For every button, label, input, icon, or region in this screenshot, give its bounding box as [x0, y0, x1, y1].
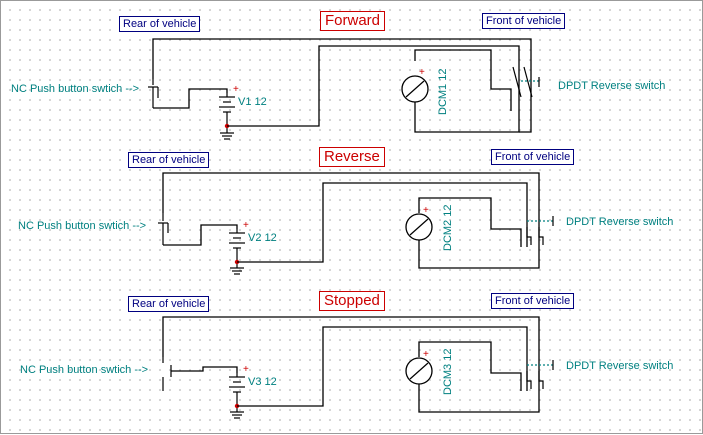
- svg-text:+: +: [419, 67, 425, 78]
- label-rear-of-vehicle-1: Rear of vehicle: [119, 16, 201, 32]
- label-motor-2: DCM2 12: [442, 204, 454, 251]
- label-motor-1: DCM1 12: [437, 68, 449, 115]
- dpdt-switch-3: [526, 323, 554, 391]
- dpdt-switch-2: [526, 177, 554, 247]
- dpdt-switch-1: [512, 43, 540, 133]
- ground-2: [230, 265, 244, 275]
- wire-button-to-battery-3: [171, 366, 238, 373]
- svg-text:+: +: [243, 364, 249, 375]
- wire-button-to-battery-1: [153, 88, 228, 109]
- wire-battery-to-switch-2: [237, 182, 528, 263]
- circuit-reverse: + +: [158, 172, 554, 275]
- svg-text:+: +: [233, 84, 239, 95]
- svg-text:+: +: [423, 205, 429, 216]
- wire-battery-to-switch-3: [237, 326, 528, 407]
- label-pushbutton-1: NC Push button swtich -->: [11, 83, 140, 95]
- battery-3: +: [229, 364, 249, 409]
- label-dpdt-switch-3: DPDT Reverse switch: [566, 360, 674, 372]
- label-rear-of-vehicle-2: Rear of vehicle: [128, 152, 210, 168]
- circuit-stopped: + +: [162, 316, 554, 419]
- wire-rear-top-3: [162, 316, 540, 357]
- wire-battery-to-switch-1: [227, 45, 520, 127]
- svg-text:+: +: [243, 220, 249, 231]
- title-forward: Forward: [320, 11, 386, 31]
- ground-3: [230, 409, 244, 419]
- pushbutton-3: [162, 357, 172, 391]
- label-pushbutton-3: NC Push button swtich -->: [20, 364, 149, 376]
- label-dpdt-switch-1: DPDT Reverse switch: [558, 80, 666, 92]
- label-battery-3: V3 12: [248, 376, 277, 388]
- label-front-of-vehicle-1: Front of vehicle: [482, 13, 566, 29]
- pushbutton-1: [148, 79, 159, 108]
- motor-2: +: [405, 197, 540, 269]
- label-motor-3: DCM3 12: [442, 348, 454, 395]
- label-dpdt-switch-2: DPDT Reverse switch: [566, 216, 674, 228]
- wire-rear-top-2: [162, 172, 540, 213]
- label-front-of-vehicle-2: Front of vehicle: [491, 149, 575, 165]
- pushbutton-2: [158, 213, 169, 245]
- label-front-of-vehicle-3: Front of vehicle: [491, 293, 575, 309]
- label-rear-of-vehicle-3: Rear of vehicle: [128, 296, 210, 312]
- circuit-forward: + +: [148, 38, 540, 140]
- label-pushbutton-2: NC Push button swtich -->: [18, 220, 147, 232]
- title-reverse: Reverse: [319, 147, 385, 167]
- wire-rear-top-1: [152, 38, 532, 79]
- motor-3: +: [405, 341, 540, 413]
- label-battery-2: V2 12: [248, 232, 277, 244]
- motor-1: +: [401, 49, 520, 133]
- title-stopped: Stopped: [319, 291, 385, 311]
- svg-text:+: +: [423, 349, 429, 360]
- ground-1: [220, 129, 234, 140]
- wire-button-to-battery-2: [163, 224, 238, 246]
- label-battery-1: V1 12: [238, 96, 267, 108]
- battery-1: +: [219, 84, 239, 129]
- battery-2: +: [229, 220, 249, 265]
